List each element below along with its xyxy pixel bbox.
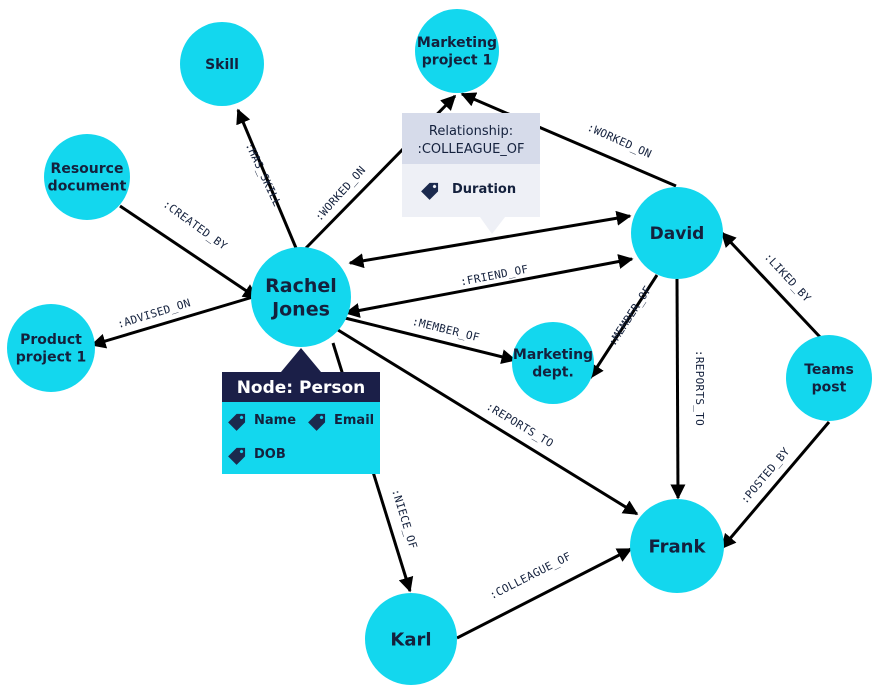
node-circle-skill <box>180 22 264 106</box>
node-property-name: Name <box>254 413 296 428</box>
node-card-pointer <box>281 348 321 372</box>
node-label-marketing-dept-0: Marketing <box>513 347 593 363</box>
edge-worked-on-david <box>460 92 677 188</box>
edge-friend-of <box>344 254 634 318</box>
edge-label-has-skill: :HAS_SKILL <box>243 140 284 208</box>
node-card-header <box>222 372 380 402</box>
node-circle-karl <box>365 593 457 685</box>
node-property-dob: DOB <box>254 447 286 462</box>
relationship-tooltip-title-line1: Relationship: <box>429 124 513 139</box>
node-product-project-1: Product project 1 <box>7 304 95 392</box>
node-skill: Skill <box>180 22 264 106</box>
node-card-body <box>222 402 380 474</box>
edge-has-skill <box>236 108 298 249</box>
node-card-title: Node: Person <box>237 378 366 398</box>
edge-advised-on <box>90 295 254 349</box>
node-circle-product-project-1 <box>7 304 95 392</box>
node-marketing-dept: Marketing dept. <box>512 322 594 404</box>
edge-reports-to-david <box>670 278 686 500</box>
relationship-tooltip-title-line2: :COLLEAGUE_OF <box>417 142 524 157</box>
node-circle-david <box>631 187 723 279</box>
node-label-product-project-1-0: Product <box>20 332 82 348</box>
relationship-tooltip: Relationship: :COLLEAGUE_OF Duration <box>402 113 540 234</box>
relationship-property-duration: Duration <box>452 182 516 197</box>
node-label-frank-0: Frank <box>649 536 707 557</box>
edge-label-member-of-rachel: :MEMBER_OF <box>411 315 481 344</box>
edge-label-colleague-of-karl: :COLLEAGUE_OF <box>487 550 573 602</box>
node-circle-frank <box>630 499 724 593</box>
edge-label-worked-on-david: :WORKED_ON <box>585 121 654 161</box>
node-label-teams-post-0: Teams <box>804 362 854 378</box>
node-label-teams-post-1: post <box>812 380 847 396</box>
node-circle-teams-post <box>786 335 872 421</box>
node-resource-document: Resource document <box>44 134 130 220</box>
node-frank: Frank <box>630 499 724 593</box>
edge-colleague-of-karl <box>456 547 633 640</box>
node-label-rachel-jones-1: Jones <box>270 299 330 321</box>
node-card-person: Node: Person Name Email DOB <box>222 348 380 474</box>
relationship-tooltip-pointer <box>480 217 505 234</box>
edge-label-member-of-david: :MEMBER_OF <box>606 284 655 349</box>
node-label-karl-0: Karl <box>390 629 431 650</box>
edge-label-reports-to-david: :REPORTS_TO <box>693 350 706 426</box>
node-label-product-project-1-1: project 1 <box>16 350 86 366</box>
relationship-tooltip-header <box>402 113 540 164</box>
edge-label-liked-by: :LIKED_BY <box>762 250 814 304</box>
edge-created-by <box>119 204 259 300</box>
node-teams-post: Teams post <box>786 335 872 421</box>
edge-liked-by <box>720 231 822 339</box>
node-label-resource-document-0: Resource <box>51 161 124 177</box>
node-circle-resource-document <box>44 134 130 220</box>
node-label-skill-0: Skill <box>205 57 239 73</box>
node-circle-rachel-jones <box>251 247 351 347</box>
node-circle-marketing-project-1 <box>415 9 499 93</box>
node-label-resource-document-1: document <box>48 179 127 195</box>
edge-label-created-by: :CREATED_BY <box>160 198 229 253</box>
node-label-david-0: David <box>650 224 705 244</box>
node-label-marketing-project-1-0: Marketing <box>417 35 497 51</box>
edge-reports-to-rachel <box>337 328 639 516</box>
node-marketing-project-1: Marketing project 1 <box>415 9 499 93</box>
edge-posted-by <box>720 421 831 550</box>
node-label-rachel-jones-0: Rachel <box>265 275 337 297</box>
node-label-marketing-project-1-1: project 1 <box>422 53 492 69</box>
node-karl: Karl <box>365 593 457 685</box>
edge-member-of-rachel <box>344 316 517 365</box>
edge-member-of-david <box>588 274 659 380</box>
node-david: David <box>631 187 723 279</box>
node-label-marketing-dept-1: dept. <box>532 365 574 381</box>
node-circle-marketing-dept <box>512 322 594 404</box>
node-property-email: Email <box>334 413 374 428</box>
